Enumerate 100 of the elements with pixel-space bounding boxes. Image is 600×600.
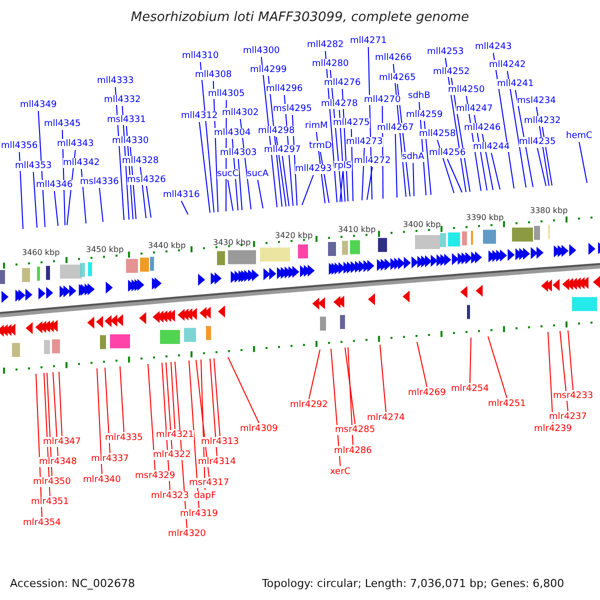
leader-line — [514, 90, 534, 188]
gene-label: mlr4319 — [180, 509, 218, 519]
gene-label: mlr4354 — [23, 518, 61, 528]
gene-label: msr4233 — [553, 391, 594, 401]
gene-label: dapF — [194, 491, 216, 501]
gene-label: mll4346 — [36, 180, 73, 190]
gene-label: mll4333 — [97, 76, 134, 86]
leader-line — [18, 152, 24, 230]
gene-label: mlr4335 — [105, 433, 143, 443]
leader-line — [536, 148, 546, 186]
leader-line — [227, 180, 234, 212]
gene-label: mll4356 — [1, 141, 38, 151]
gene-label: hemC — [566, 131, 592, 141]
gene-label: msl4326 — [127, 175, 166, 185]
gene-label: mlr4348 — [39, 457, 77, 467]
leader-line — [228, 356, 260, 424]
gene-label: mll4267 — [377, 123, 414, 133]
gene-label: mlr4292 — [290, 400, 328, 410]
leader-line — [366, 166, 373, 200]
leader-line — [188, 360, 200, 508]
gene-label: msl4234 — [517, 96, 556, 106]
gene-label: mlr4321 — [156, 430, 194, 440]
scale-label: 3450 kbp — [86, 245, 124, 255]
leader-line — [394, 134, 398, 198]
leader-line — [488, 336, 508, 398]
gene-label: mll4345 — [44, 119, 81, 129]
gene-label: mlr4347 — [43, 437, 81, 447]
leader-line — [96, 368, 102, 474]
leader-line — [308, 349, 320, 400]
gene-label: msl4336 — [80, 177, 119, 187]
gene-label: mll4265 — [379, 73, 416, 83]
gene-label: mlr4350 — [33, 477, 71, 487]
gene-label: mll4349 — [20, 100, 57, 110]
gene-label: sdhB — [408, 91, 430, 101]
footer-note: Accession: NC_002678 — [10, 577, 136, 590]
gene-label: mlr4320 — [168, 529, 206, 539]
gene-label: mlr4251 — [488, 399, 526, 409]
gene-label: mlr4309 — [240, 424, 278, 434]
gene-label: sdhA — [402, 152, 424, 162]
gene-label: mlr4351 — [31, 497, 69, 507]
leader-line — [198, 122, 210, 214]
gene-label: mll4297 — [264, 145, 301, 155]
gene-label: mll4242 — [489, 60, 526, 70]
gene-label: mll4300 — [243, 46, 280, 56]
leader-line — [104, 367, 110, 454]
leader-line — [52, 372, 58, 456]
gene-label: sucA — [247, 169, 268, 179]
gene-label: mll4343 — [57, 139, 94, 149]
gene-label: mll4316 — [163, 190, 200, 200]
gene-label: mll4280 — [312, 59, 349, 69]
gene-label: msl4295 — [273, 104, 312, 114]
leader-line — [148, 363, 156, 470]
gene-label: mlr4337 — [91, 454, 129, 464]
scale-label: 3430 kbp — [213, 238, 251, 248]
gene-label: mlr4340 — [83, 475, 121, 485]
leader-line — [469, 337, 472, 384]
gene-label: mll4342 — [63, 158, 100, 168]
gene-label: mlr4254 — [451, 384, 489, 394]
gene-label: mll4253 — [427, 47, 464, 57]
gene-label: mll4310 — [182, 51, 219, 61]
leader-line — [214, 358, 220, 436]
leader-line — [210, 358, 218, 456]
scale-label: 3460 kbp — [22, 248, 60, 258]
gene-label: mll4235 — [519, 137, 556, 147]
gene-label: msr4317 — [189, 478, 230, 488]
leader-line — [344, 347, 356, 424]
gene-label: mll4266 — [375, 53, 412, 63]
gene-label: mlr4314 — [198, 457, 236, 467]
scale-label: 3440 kbp — [148, 241, 186, 251]
leader-line — [416, 341, 428, 388]
gene-label: mll4278 — [321, 99, 358, 109]
gene-label: mlr4322 — [153, 450, 191, 460]
gene-label: mll4298 — [258, 126, 295, 136]
leader-line — [412, 162, 414, 197]
leader-line — [424, 120, 432, 196]
gene-label: mll4250 — [448, 85, 485, 95]
gene-label: mll4353 — [15, 161, 52, 171]
leader-line — [170, 362, 176, 430]
gene-label: mlr4269 — [408, 388, 446, 398]
gene-label: trmD — [309, 141, 332, 151]
leader-line — [350, 128, 354, 202]
gene-label: mll4241 — [497, 79, 534, 89]
leader-line — [578, 142, 588, 184]
gene-label: mll4275 — [333, 118, 370, 128]
leader-line — [120, 366, 124, 432]
gene-label: mll4303 — [220, 148, 257, 158]
gene-label: mlr4323 — [151, 491, 189, 501]
gene-label: mll4273 — [346, 137, 383, 147]
leader-line — [276, 136, 286, 207]
gene-label: mll4282 — [307, 40, 344, 50]
gene-label: mll4256 — [429, 148, 466, 158]
gene-label: mll4252 — [433, 67, 470, 77]
gene-label: mll4328 — [122, 156, 159, 166]
leader-line — [257, 180, 264, 209]
gene-label: msl4331 — [107, 115, 146, 125]
leader-line — [380, 344, 386, 412]
gene-label: mll4247 — [456, 104, 493, 114]
gene-label: mll4276 — [324, 78, 361, 88]
gene-label: rimM — [305, 121, 328, 131]
leader-line — [506, 70, 526, 188]
